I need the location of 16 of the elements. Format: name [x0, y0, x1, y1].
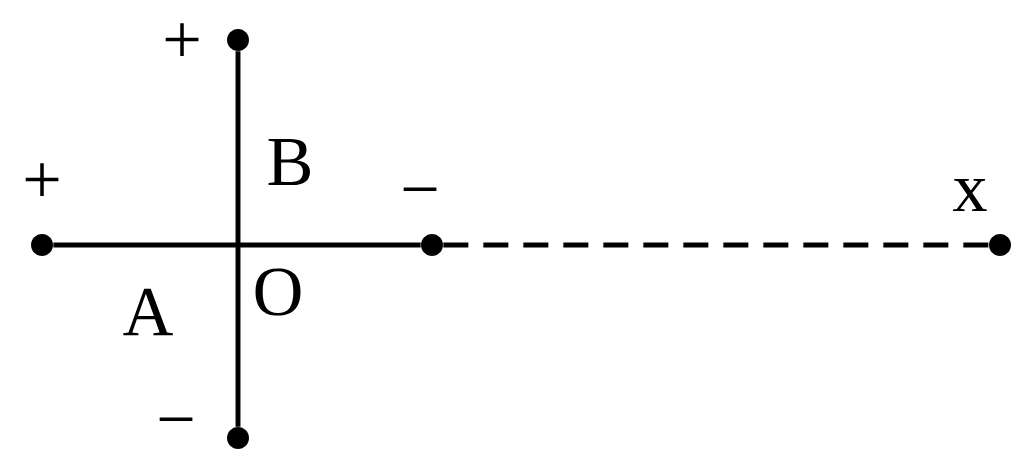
point-dot [989, 234, 1011, 256]
sign-label: + [165, 23, 199, 56]
point-dot [421, 234, 443, 256]
point-dot [227, 29, 249, 51]
point-dot [31, 234, 53, 256]
point-dot [227, 427, 249, 449]
letter-label: A [123, 288, 173, 336]
rod-line [235, 51, 241, 427]
rod-line [53, 242, 421, 248]
letter-label: O [255, 268, 301, 316]
sign-label: − [403, 187, 437, 191]
sign-label: x [953, 178, 987, 212]
sign-label: − [159, 417, 193, 421]
letter-label: B [268, 138, 310, 186]
dashed-line [443, 242, 989, 248]
sign-label: + [25, 163, 59, 196]
